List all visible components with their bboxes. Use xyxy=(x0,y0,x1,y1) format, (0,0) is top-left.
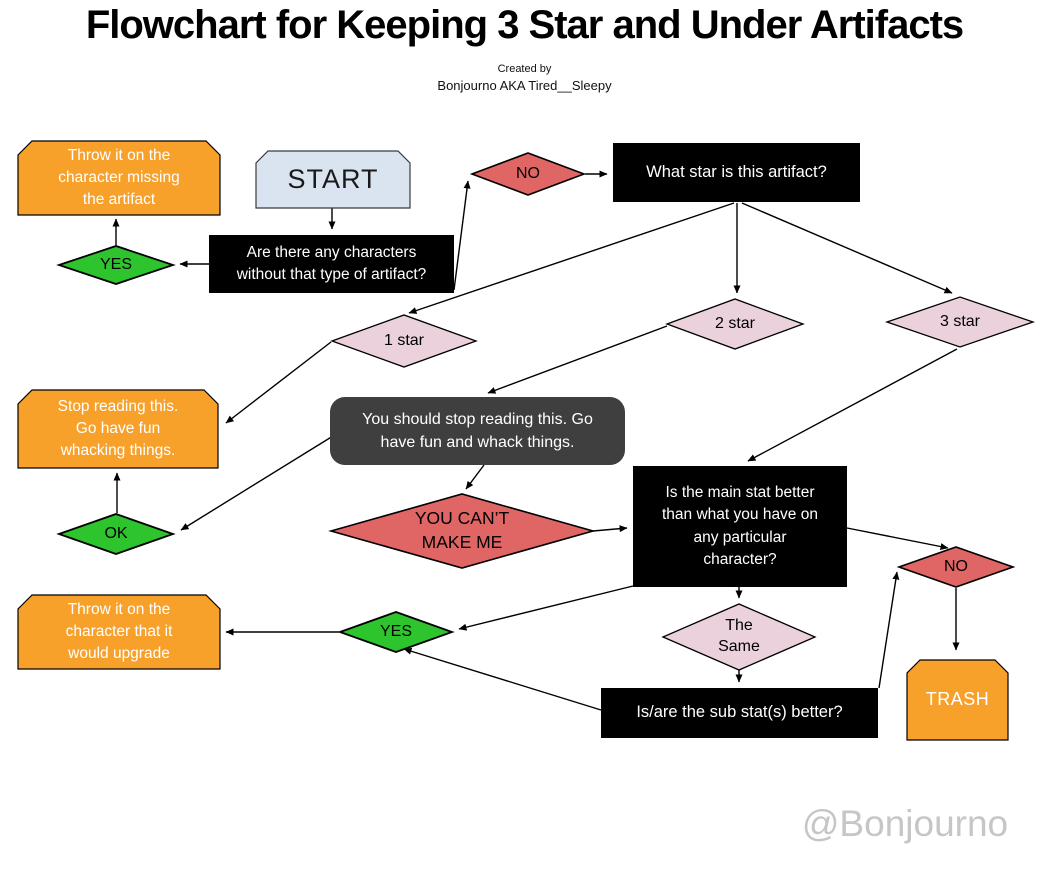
node-shape-what-star xyxy=(613,143,860,202)
node-shape-no-top xyxy=(469,152,587,196)
node-shape-main-stat xyxy=(633,466,847,587)
node-shape-3star xyxy=(884,296,1036,348)
edge-shouldstop-to-cantmakeme xyxy=(465,464,485,490)
edge-1star-to-stopreading xyxy=(225,341,332,424)
edge-shouldstop-to-ok xyxy=(180,435,334,531)
node-shape-yes-bottom xyxy=(337,611,455,653)
edge-cantmakeme-to-mainstat xyxy=(592,525,628,533)
edge-mainstat-to-no2 xyxy=(846,527,949,550)
node-shape-throw-upgrade xyxy=(17,594,221,670)
credit-line-2: Bonjourno AKA Tired__Sleepy xyxy=(437,78,612,93)
edge-substats-to-no2 xyxy=(878,571,900,689)
edge-whatstar-to-1star xyxy=(408,202,735,314)
node-shape-sub-stats xyxy=(601,688,878,738)
node-shape-2star xyxy=(665,298,805,350)
node-shape-1star xyxy=(330,314,478,368)
page-title: Flowchart for Keeping 3 Star and Under A… xyxy=(85,3,964,47)
node-shape-yes-top xyxy=(56,245,176,285)
watermark: @Bonjourno xyxy=(801,803,1009,844)
edge-anycharacters-to-no xyxy=(453,180,471,291)
node-shape-trash xyxy=(906,659,1009,741)
edge-substats-to-yes2 xyxy=(403,647,602,711)
node-shape-no-right xyxy=(896,546,1016,588)
edge-2star-to-shouldstop xyxy=(487,325,668,394)
node-shape-ok xyxy=(56,513,176,555)
node-shape-any-characters xyxy=(209,235,454,293)
credit-line-1: Created by xyxy=(497,63,552,75)
node-shape-throw-missing xyxy=(17,140,221,216)
edge-whatstar-to-3star xyxy=(741,202,953,294)
node-shape-cant-make-me xyxy=(328,493,596,569)
node-shape-the-same xyxy=(661,603,817,671)
edge-mainstat-to-yes2 xyxy=(458,585,634,631)
edges-layer xyxy=(112,170,960,711)
edge-3star-to-mainstat xyxy=(747,348,958,462)
node-shape-should-stop xyxy=(330,397,625,465)
node-shape-stop-reading xyxy=(17,389,219,469)
node-shape-start xyxy=(255,150,411,209)
